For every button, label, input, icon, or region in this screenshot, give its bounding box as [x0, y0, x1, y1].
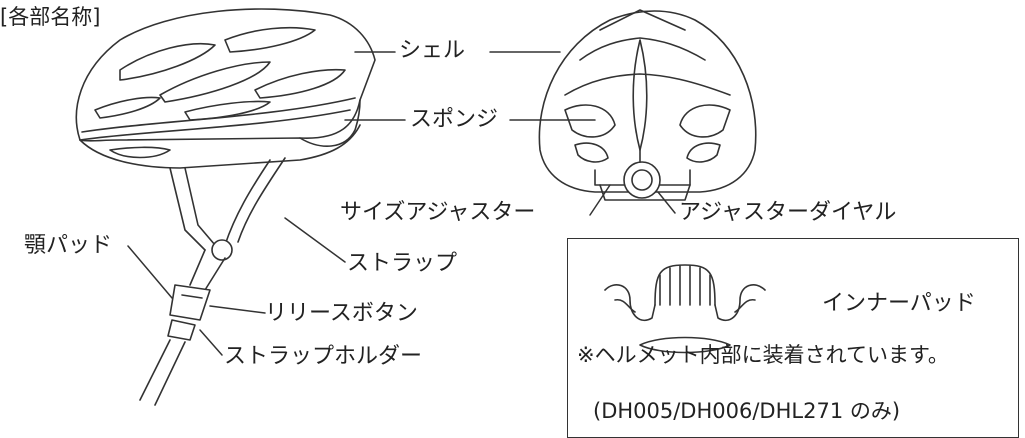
page-title: [各部名称]: [0, 5, 101, 29]
inner-pad-illustration: [604, 264, 766, 354]
label-shell: シェル: [399, 38, 466, 63]
label-strap: ストラップ: [347, 251, 458, 276]
label-size-adjuster: サイズアジャスター: [340, 200, 536, 225]
label-inner-pad: インナーパッド: [822, 291, 976, 316]
leader-lines: [127, 51, 676, 356]
inner-pad-models: (DH005/DH006/DHL271 のみ): [593, 399, 901, 423]
label-chin-pad: 顎パッド: [24, 233, 113, 258]
label-release-button: リリースボタン: [265, 301, 418, 326]
helmet-rear-view: [538, 9, 757, 201]
helmet-side-view: [75, 8, 376, 406]
inner-pad-note: ※ヘルメット内部に装着されています。: [577, 343, 949, 367]
label-strap-holder: ストラップホルダー: [224, 344, 423, 369]
label-sponge: スポンジ: [410, 107, 499, 132]
label-adjuster-dial: アジャスターダイヤル: [679, 200, 897, 225]
